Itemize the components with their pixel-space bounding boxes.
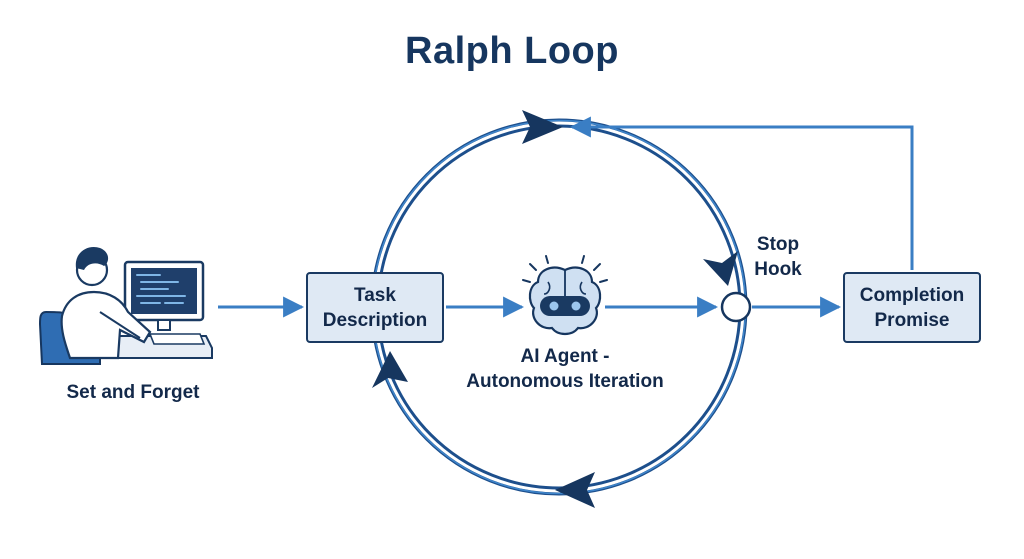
page-title: Ralph Loop bbox=[405, 30, 619, 72]
person-at-computer-icon bbox=[38, 246, 213, 365]
stop-hook-label-line1: Stop bbox=[756, 234, 800, 255]
completion-promise-node: Completion Promise bbox=[843, 272, 981, 343]
robot-brain-icon bbox=[522, 255, 608, 336]
loop-arrow-right bbox=[703, 251, 738, 286]
loop-arrow-left bbox=[372, 351, 408, 388]
task-description-node: Task Description bbox=[306, 272, 444, 343]
stop-hook-label: Stop Hook bbox=[738, 232, 818, 282]
task-description-label-line1: Task bbox=[354, 284, 396, 306]
task-description-label-line2: Description bbox=[322, 309, 428, 331]
loop-arrow-bottom bbox=[555, 472, 595, 508]
ai-agent-label: AI Agent - Autonomous Iteration bbox=[455, 344, 675, 394]
set-and-forget-label: Set and Forget bbox=[66, 382, 200, 403]
completion-promise-label-line2: Promise bbox=[874, 309, 950, 331]
ai-agent-label-line1: AI Agent - bbox=[520, 346, 610, 367]
ai-agent-label-line2: Autonomous Iteration bbox=[466, 371, 664, 392]
stop-hook-label-line2: Hook bbox=[754, 259, 802, 280]
completion-promise-label-line1: Completion bbox=[859, 284, 965, 306]
loop-arrow-top bbox=[522, 110, 563, 144]
stop-hook-node bbox=[720, 291, 752, 323]
feedback-arrow bbox=[569, 116, 914, 270]
